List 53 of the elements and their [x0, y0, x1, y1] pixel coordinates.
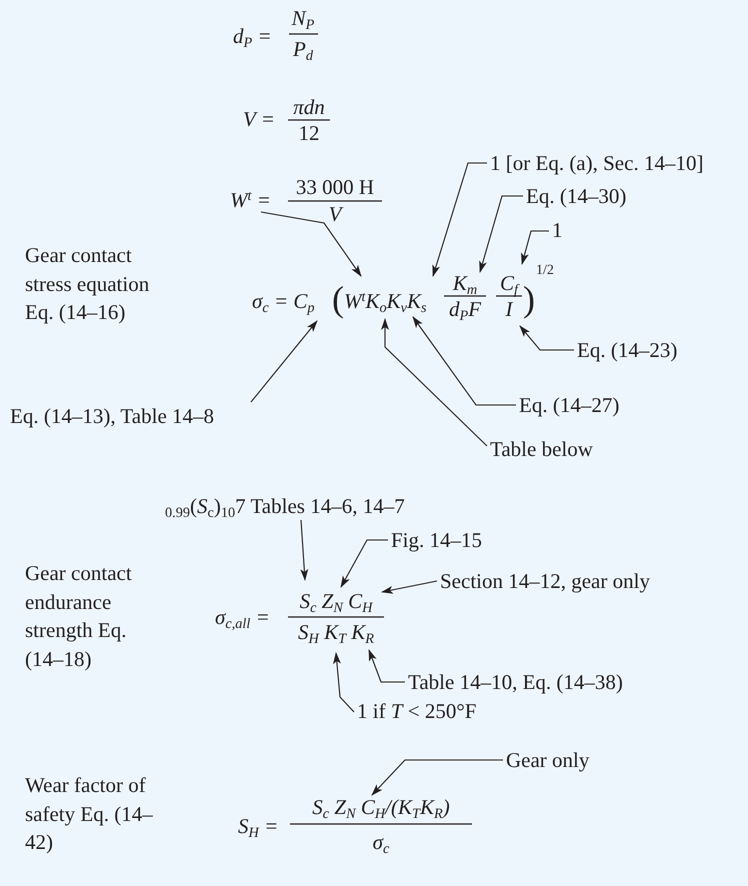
leader-line: [479, 195, 523, 273]
leader-line: [412, 316, 516, 406]
leader-line: [260, 211, 362, 277]
equation-term: S$_{H}$ =: [238, 813, 278, 839]
equation-term: V =: [243, 106, 275, 132]
leader-line: [300, 520, 308, 581]
callout-text: Fig. 14–15: [391, 527, 482, 553]
callout-text: Eq. (14–23): [577, 337, 678, 363]
callout-text: Table below: [490, 436, 593, 462]
equation-term: S$_{c}$ Z$_{N}$ C$_{H}$/(K$_{T}$K$_{R}$): [312, 794, 450, 820]
parenthesis: (: [332, 279, 344, 319]
equation-description: Gear contact stress equation Eq. (14–16): [25, 242, 150, 326]
equation-term: W$^{t}$ =: [230, 187, 271, 213]
equation-term: K$_{m}$: [452, 270, 478, 296]
leader-line: [368, 649, 405, 683]
equation-description: Wear factor of safety Eq. (14–42): [25, 772, 154, 856]
leader-line: [333, 652, 354, 712]
equation-term: σ$_{c}$ = C$_{p}$: [252, 288, 315, 314]
callout-text: Section 14–12, gear only: [440, 568, 650, 594]
leader-line: [250, 320, 318, 402]
leader-line: [381, 318, 488, 446]
leader-line: [432, 162, 487, 277]
callout-text: Eq. (14–27): [519, 392, 620, 418]
callout-text: Table 14–10, Eq. (14–38): [408, 669, 623, 695]
callout-text: Eq. (14–13), Table 14–8: [10, 403, 214, 429]
leader-line: [381, 580, 438, 594]
equation-term: S$_{H}$ K$_{T}$ K$_{R}$: [298, 619, 374, 645]
callout-text: Eq. (14–30): [526, 183, 626, 209]
parenthesis: ): [523, 279, 535, 319]
equation-term: σ$_{c}$: [372, 829, 390, 855]
leader-line: [519, 325, 574, 351]
equation-term: 33 000 H: [296, 174, 374, 200]
callout-text: 1 [or Eq. (a), Sec. 14–10]: [490, 150, 704, 176]
leader-line: [521, 230, 549, 265]
equation-term: S$_{c}$ Z$_{N}$ C$_{H}$: [300, 588, 372, 614]
equation-term: P$_{d}$: [293, 36, 313, 62]
callout-text: Gear only: [506, 747, 590, 773]
equation-term: d$_{P}$F: [448, 296, 482, 322]
equation-description: Gear contact endurance strength Eq. (14–18): [25, 560, 133, 672]
leader-line: [340, 539, 388, 588]
equation-term: W$^{t}$K$_{o}$K$_{v}$K$_{s}$: [344, 288, 427, 314]
equation-term: 1/2: [536, 263, 554, 279]
callout-text: $_{0.99}$(S$_{c}$)$_{10}$7 Tables 14–6, 14–7: [165, 493, 405, 519]
equation-term: 12: [298, 120, 320, 146]
equation-term: d$_{P}$ =: [233, 23, 272, 49]
callout-text: 1 if T < 250°F: [357, 698, 476, 724]
leader-line: [371, 759, 503, 796]
equation-term: σ$_{c,all}$ =: [215, 604, 270, 630]
callout-text: 1: [552, 217, 562, 243]
equation-term: I: [506, 296, 512, 322]
equation-term: V: [328, 201, 342, 227]
equation-term: πdn: [293, 94, 325, 120]
equation-term: N$_{P}$: [292, 5, 314, 31]
